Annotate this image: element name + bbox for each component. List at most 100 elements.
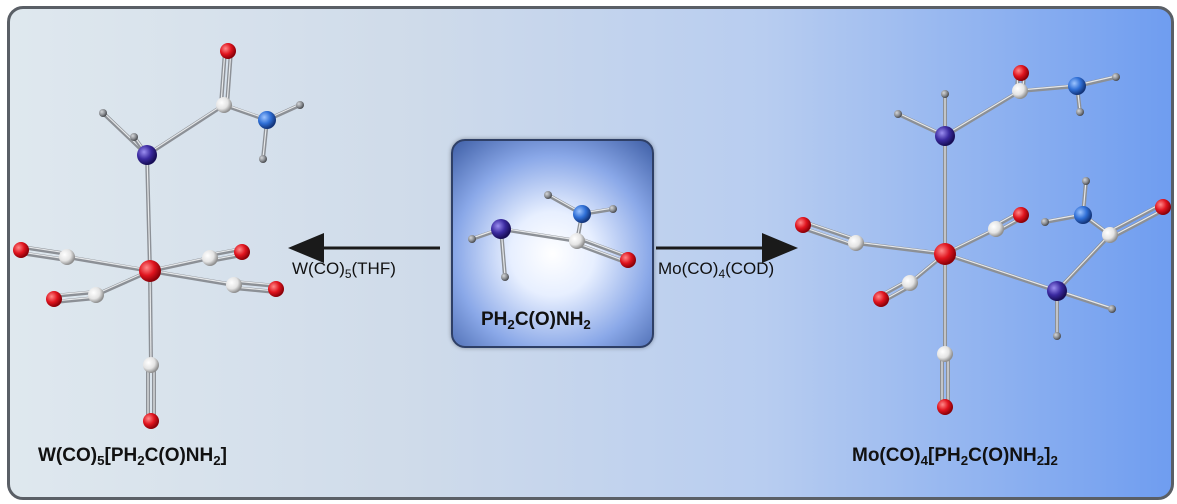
- carbon-atom: [216, 97, 232, 113]
- bond-highlight: [1056, 233, 1111, 291]
- bond-highlight: [149, 269, 152, 365]
- bond-highlight: [66, 255, 151, 271]
- hydrogen-atom: [609, 205, 617, 213]
- hydrogen-atom: [99, 109, 107, 117]
- hydrogen-atom: [296, 101, 304, 109]
- hydrogen-atom: [501, 273, 509, 281]
- nitrogen-atom: [1074, 206, 1092, 224]
- reaction-scheme-graphic: [13, 43, 1171, 429]
- bond-highlight: [146, 153, 151, 271]
- bond-highlight: [855, 241, 946, 254]
- carbon-atom: [937, 346, 953, 362]
- bond: [573, 241, 629, 265]
- nitrogen-atom: [573, 205, 591, 223]
- bond-highlight: [53, 290, 96, 296]
- hydrogen-atom: [941, 90, 949, 98]
- oxygen-atom: [873, 291, 889, 307]
- ligand-panel: [451, 139, 654, 348]
- oxygen-atom: [795, 217, 811, 233]
- carbon-atom: [1012, 83, 1028, 99]
- scheme-frame: W(CO)5(THF) Mo(CO)4(COD) PH2C(O)NH2 W(CO…: [7, 6, 1174, 500]
- right-arrow-reagent-label: Mo(CO)4(COD): [658, 259, 775, 281]
- bond-highlight: [577, 236, 630, 257]
- bond: [943, 252, 1059, 293]
- bond-highlight: [803, 220, 858, 240]
- phosphorus-atom: [137, 145, 157, 165]
- bond: [148, 269, 236, 287]
- bond-highlight: [234, 280, 277, 286]
- hydrogen-atom: [259, 155, 267, 163]
- left-arrow-reagent-label: W(CO)5(THF): [292, 259, 396, 281]
- oxygen-atom: [620, 252, 636, 268]
- carbon-atom: [569, 233, 585, 249]
- bond: [499, 227, 579, 243]
- hydrogen-atom: [1112, 73, 1120, 81]
- hydrogen-atom: [1041, 218, 1049, 226]
- bond: [800, 225, 858, 248]
- bond: [576, 236, 632, 260]
- bond: [18, 250, 69, 262]
- bond-highlight: [21, 245, 68, 254]
- oxygen-atom: [1013, 207, 1029, 223]
- bond-highlight: [220, 49, 226, 104]
- metal-atom: [934, 243, 956, 265]
- oxygen-atom: [1013, 65, 1029, 81]
- carbon-atom: [848, 235, 864, 251]
- phosphorus-atom: [935, 126, 955, 146]
- hydrogen-atom: [1108, 305, 1116, 313]
- bond-highlight: [1111, 208, 1165, 238]
- bond-highlight: [500, 227, 578, 241]
- bond-highlight: [944, 252, 1058, 291]
- bond: [1106, 202, 1164, 235]
- carbon-atom: [88, 287, 104, 303]
- oxygen-atom: [1155, 199, 1171, 215]
- nitrogen-atom: [258, 111, 276, 129]
- bond-highlight: [944, 89, 1021, 136]
- bond-highlight: [149, 269, 235, 285]
- bond-highlight: [146, 103, 225, 155]
- bond-highlight: [575, 242, 628, 263]
- bond-highlight: [801, 226, 856, 246]
- bond: [943, 89, 1022, 138]
- oxygen-atom: [13, 242, 29, 258]
- oxygen-atom: [220, 43, 236, 59]
- hydrogen-atom: [1053, 332, 1061, 340]
- bond-highlight: [1019, 84, 1078, 91]
- oxygen-atom: [143, 413, 159, 429]
- oxygen-atom: [937, 399, 953, 415]
- hydrogen-atom: [544, 191, 552, 199]
- bond: [19, 245, 70, 257]
- atom-layer: [13, 43, 1171, 429]
- carbon-atom: [1102, 227, 1118, 243]
- tungsten-complex-label: W(CO)5[PH2C(O)NH2]: [38, 445, 227, 468]
- bond: [65, 255, 152, 273]
- oxygen-atom: [268, 281, 284, 297]
- bond: [854, 241, 947, 256]
- bond-highlight: [1108, 202, 1162, 232]
- bond: [1018, 84, 1079, 93]
- oxygen-atom: [46, 291, 62, 307]
- phosphorus-atom: [1047, 281, 1067, 301]
- metal-atom: [139, 260, 161, 282]
- bond-highlight: [226, 50, 232, 105]
- carbon-atom: [988, 221, 1004, 237]
- hydrogen-atom: [1082, 177, 1090, 185]
- oxygen-atom: [234, 244, 250, 260]
- phosphorus-atom: [491, 219, 511, 239]
- bond: [1055, 233, 1112, 293]
- hydrogen-atom: [894, 110, 902, 118]
- bond: [1109, 207, 1167, 240]
- nitrogen-atom: [1068, 77, 1086, 95]
- bond: [145, 103, 226, 157]
- carbon-atom: [59, 249, 75, 265]
- hydrogen-atom: [130, 133, 138, 141]
- bond: [801, 220, 859, 243]
- hydrogen-atom: [1076, 108, 1084, 116]
- molybdenum-complex-label: Mo(CO)4[PH2C(O)NH2]2: [852, 445, 1058, 468]
- carbon-atom: [143, 357, 159, 373]
- hydrogen-atom: [468, 235, 476, 243]
- carbon-atom: [902, 275, 918, 291]
- carbon-atom: [202, 250, 218, 266]
- carbon-atom: [226, 277, 242, 293]
- ligand-label: PH2C(O)NH2: [481, 309, 591, 332]
